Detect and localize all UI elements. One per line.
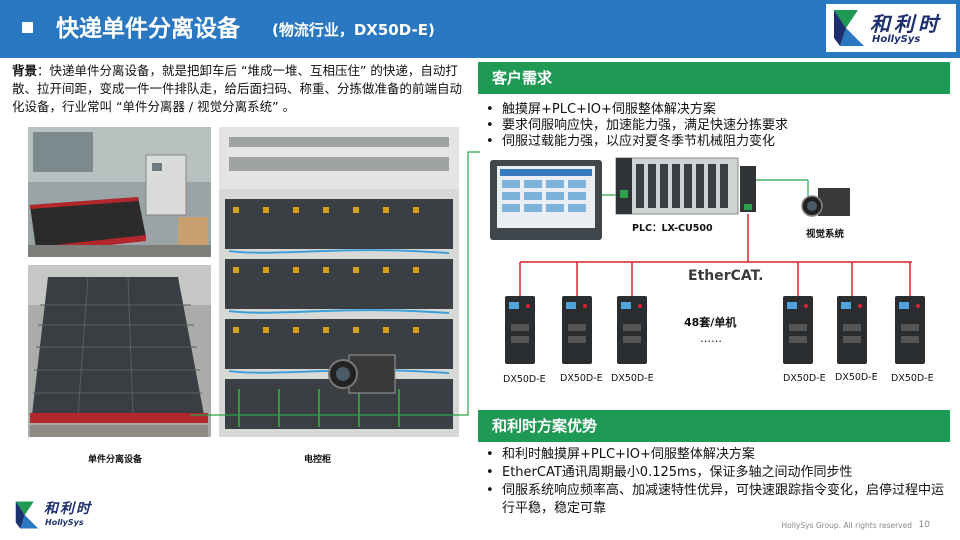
drive-label: DX50D-E — [560, 373, 603, 384]
footer-copyright: HollySys Group. All rights reserved — [782, 521, 912, 530]
background-text: ：快递单件分离设备，就是把卸车后 “堆成一堆、互相压住” 的快递，自动打散、拉开… — [12, 63, 463, 114]
advantages-list: 和利时触摸屏+PLC+IO+伺服整体解决方案 EtherCAT通讯周期最小0.1… — [480, 446, 955, 518]
requirement-item: 触摸屏+PLC+IO+伺服整体解决方案 — [480, 102, 950, 118]
hollysys-logo-bottom: 和利时 HollySys — [14, 498, 114, 534]
requirement-item: 伺服过载能力强，以应对夏冬季节机械阻力变化 — [480, 134, 950, 150]
advantage-item: 伺服系统响应频率高、加减速特性优异，可快速跟踪指令变化，启停过程中运行平稳，稳定… — [480, 482, 955, 518]
logo-chinese-text: 和利时 — [870, 12, 942, 36]
servo-drive-icon — [505, 296, 535, 364]
plc-module-icon — [615, 157, 756, 215]
background-label: 背景 — [12, 63, 38, 78]
hollysys-logo-top: 和利时 HollySys — [826, 4, 956, 52]
drive-label: DX50D-E — [611, 373, 654, 384]
advantages-header: 和利时方案优势 — [478, 410, 950, 442]
slide-header: 快递单件分离设备 (物流行业，DX50D-E) — [0, 0, 960, 58]
servo-drive-icon — [837, 296, 867, 364]
servo-drive-icon — [895, 296, 925, 364]
title-bullet-square — [22, 22, 33, 33]
logo-chinese-text-small: 和利时 — [44, 501, 92, 517]
page-subtitle: (物流行业，DX50D-E) — [272, 21, 435, 39]
hollysys-logo-small-icon — [15, 501, 39, 529]
advantage-item: EtherCAT通讯周期最小0.125ms，保证多轴之间动作同步性 — [480, 464, 955, 482]
servo-drive-icon — [783, 296, 813, 364]
machine-photo-caption: 单件分离设备 — [88, 455, 143, 465]
logo-english-text-small: HollySys — [45, 518, 84, 527]
machine-photo-top — [28, 127, 211, 257]
drive-count-label: 48套/单机 — [684, 316, 737, 329]
plc-label: PLC：LX-CU500 — [632, 223, 713, 234]
cabinet-photo — [219, 127, 459, 437]
page-number: 10 — [918, 520, 930, 530]
cabinet-photo-caption: 电控柜 — [304, 455, 332, 465]
page-title: 快递单件分离设备 — [56, 16, 240, 42]
drive-label: DX50D-E — [503, 374, 546, 385]
copyright-text: HollySys Group. All rights reserved — [781, 521, 912, 530]
machine-photo-bottom — [28, 265, 211, 437]
requirements-header: 客户需求 — [478, 62, 950, 94]
drive-label: DX50D-E — [783, 373, 826, 384]
drive-label: DX50D-E — [835, 372, 878, 383]
logo-english-text: HollySys — [872, 34, 921, 45]
requirement-item: 要求伺服响应快，加速能力强，满足快速分拣要求 — [480, 118, 950, 134]
ethercat-logo: EtherCAT. — [688, 268, 764, 284]
servo-drive-icon — [562, 296, 592, 364]
drive-ellipsis: …… — [700, 332, 722, 345]
servo-drive-icon — [617, 296, 647, 364]
advantage-item: 和利时触摸屏+PLC+IO+伺服整体解决方案 — [480, 446, 955, 464]
vision-camera-icon — [801, 188, 850, 217]
touchscreen-hmi-icon — [490, 160, 602, 240]
hollysys-logo-icon — [834, 10, 864, 46]
drive-label: DX50D-E — [891, 373, 934, 384]
requirements-list: 触摸屏+PLC+IO+伺服整体解决方案 要求伺服响应快，加速能力强，满足快速分拣… — [480, 102, 950, 150]
vision-system-label: 视觉系统 — [806, 229, 845, 240]
background-paragraph: 背景：快递单件分离设备，就是把卸车后 “堆成一堆、互相压住” 的快递，自动打散、… — [12, 62, 464, 116]
